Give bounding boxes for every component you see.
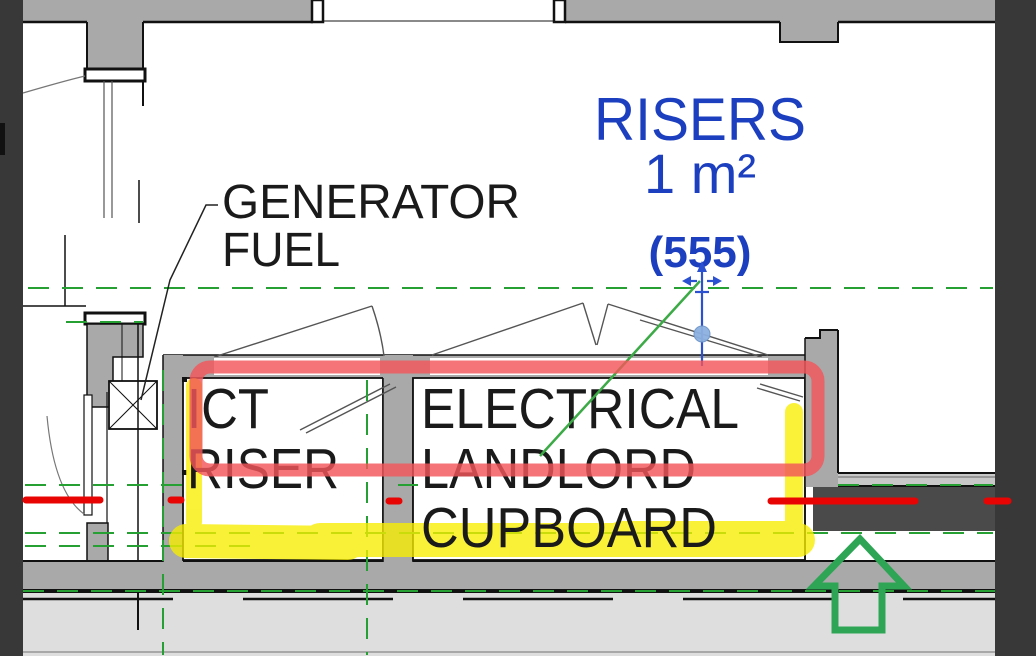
- generator-leader-line: [140, 204, 218, 401]
- shaft-cross: [108, 380, 158, 430]
- generator-fuel-label-line1: GENERATOR: [222, 176, 520, 229]
- drag-dot[interactable]: [693, 325, 711, 343]
- viewport-edge-left: [0, 0, 23, 656]
- marker-rectangle-annotation: [189, 360, 825, 477]
- viewport-edge-right: [995, 0, 1036, 656]
- top-left-door-assembly: [22, 22, 147, 307]
- wall-stub: [86, 522, 109, 563]
- room-left-wall: [163, 355, 183, 562]
- right-side-elements: [813, 472, 995, 531]
- generator-fuel-label-line2: FUEL: [222, 224, 340, 277]
- risers-room-tag[interactable]: RISERS 1 m² (555): [594, 86, 806, 277]
- hinge-mark: [182, 470, 187, 475]
- top-wall: [23, 0, 995, 43]
- door-swing-arc: [46, 415, 85, 515]
- door-swing-arc: [22, 75, 86, 94]
- move-handle[interactable]: [682, 261, 722, 366]
- electrical-label-line1: ELECTRICAL: [421, 377, 739, 441]
- risers-tag-area[interactable]: 1 m²: [644, 142, 756, 205]
- electrical-label-line3: CUPBOARD: [421, 496, 717, 560]
- hinge-mark: [182, 377, 187, 382]
- up-arrow-annotation: [805, 533, 913, 634]
- door-leaf: [83, 394, 93, 516]
- door-head: [83, 67, 147, 83]
- wall-pier: [779, 22, 839, 43]
- dark-beam: [813, 487, 995, 531]
- move-arrows-icon[interactable]: [682, 261, 722, 286]
- marker-underline-annotation: [22, 496, 1012, 505]
- edge-tick: [0, 123, 5, 155]
- risers-tag-name[interactable]: RISERS: [594, 86, 806, 153]
- window-jamb: [552, 0, 567, 24]
- window-jamb: [310, 0, 325, 24]
- corridor-floor: [23, 593, 995, 656]
